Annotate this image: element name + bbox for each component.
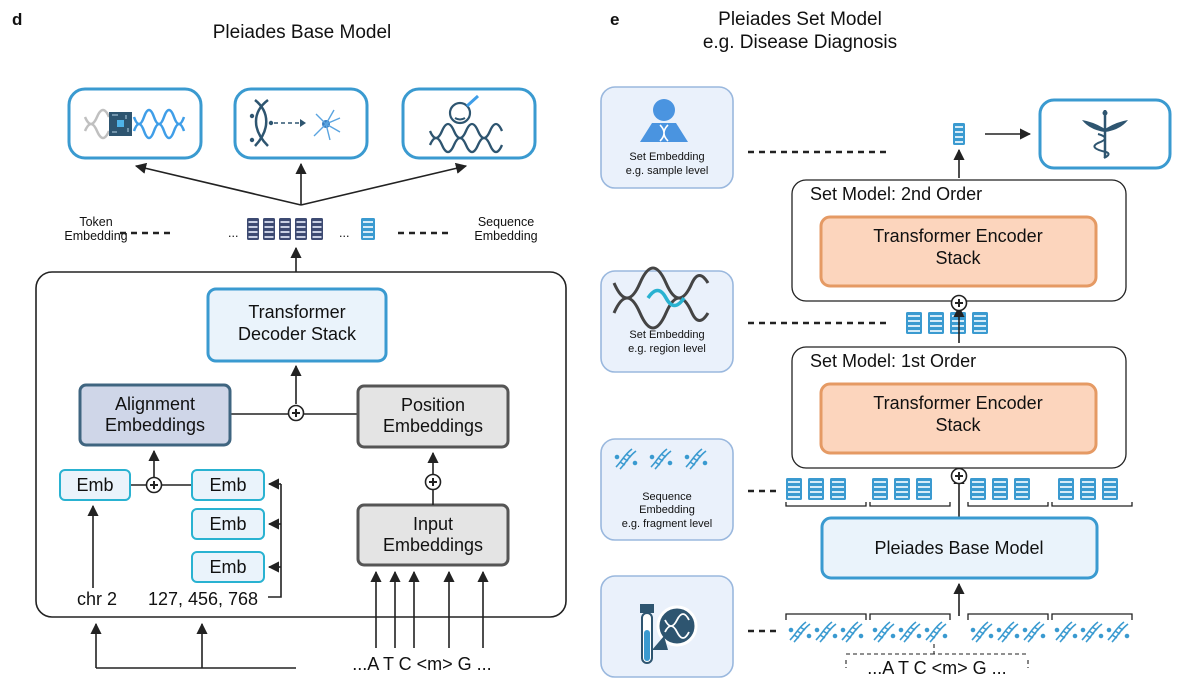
input-embeddings-box: Input Embeddings (356, 503, 510, 567)
fragment-embedding-block (786, 478, 1118, 500)
dna-magnifier-icon (428, 94, 504, 154)
task-box-1 (67, 87, 203, 160)
emb-box-chr: Emb (59, 469, 131, 501)
position-embeddings-box: Position Embeddings (356, 384, 510, 449)
panel-label-e: e (610, 10, 619, 29)
token-embedding-block (247, 218, 323, 240)
dna-chip-icon (83, 108, 186, 140)
input-label-1: Input (413, 514, 453, 534)
panel-d-title: Pleiades Base Model (213, 22, 392, 43)
set-model-1st-label: Set Model: 1st Order (810, 351, 976, 371)
token-arrows (370, 570, 489, 648)
diagnosis-box (1038, 98, 1172, 170)
emb-label: Emb (209, 557, 246, 577)
dna-helix-icon (612, 266, 710, 330)
fragment-input-brackets (785, 613, 1133, 620)
ellipsis-left: ... (228, 226, 238, 240)
side-box-fragment-line-2: Embedding (639, 504, 695, 516)
set-model-2nd-label: Set Model: 2nd Order (810, 184, 982, 204)
panel-e-title-2: e.g. Disease Diagnosis (703, 32, 897, 53)
coord-bracket (268, 484, 282, 598)
encoder-2nd-label-2: Stack (935, 248, 981, 268)
panel-label-d: d (12, 10, 22, 29)
set-embedding-vector (953, 123, 965, 145)
decoder-label-1: Transformer (248, 302, 345, 322)
plus-icon (424, 473, 442, 491)
encoder-1st-label-1: Transformer Encoder (873, 393, 1042, 413)
plus-icon (145, 476, 163, 494)
plus-icon (950, 467, 968, 485)
alignment-label-2: Embeddings (105, 415, 205, 435)
side-box-region-line-2: e.g. region level (628, 343, 706, 355)
token-embedding-label-1: Token (79, 215, 112, 229)
token-embedding-label-2: Embedding (64, 229, 127, 243)
task-box-3 (401, 87, 537, 160)
side-box-sample-line-1: Set Embedding (629, 151, 704, 163)
dna-to-neuron-icon (249, 99, 341, 147)
input-label-2: Embeddings (383, 535, 483, 555)
emb-label: Emb (209, 475, 246, 495)
region-embedding-block (906, 312, 988, 334)
test-tube-dna-icon (640, 604, 698, 664)
base-model-box: Pleiades Base Model (820, 516, 1099, 580)
encoder-1st-label-2: Stack (935, 415, 981, 435)
side-box-sample: Set Embedding e.g. sample level (600, 86, 734, 189)
encoder-2nd-label-1: Transformer Encoder (873, 226, 1042, 246)
side-box-region-line-1: Set Embedding (629, 329, 704, 341)
position-label-1: Position (401, 395, 465, 415)
caduceus-icon (1082, 110, 1128, 159)
arrow-to-task-1 (134, 162, 302, 206)
plus-icon (950, 294, 968, 312)
alignment-label-1: Alignment (115, 394, 195, 414)
ellipsis-right: ... (339, 226, 349, 240)
emb-label: Emb (76, 475, 113, 495)
emb-box-coord-3: Emb (191, 551, 265, 583)
alignment-embeddings-box: Alignment Embeddings (78, 383, 232, 447)
side-box-sample-line-2: e.g. sample level (626, 165, 709, 177)
plus-icon (287, 404, 305, 422)
side-box-fragment-line-1: Sequence (642, 491, 692, 503)
coords-label: 127, 456, 768 (148, 589, 258, 609)
position-label-2: Embeddings (383, 416, 483, 436)
decoder-label-2: Decoder Stack (238, 324, 357, 344)
fragment-brackets (785, 502, 1133, 507)
encoder-box-2nd: Transformer Encoder Stack (819, 215, 1098, 288)
dna-fragment-row (788, 621, 1130, 643)
emb-box-coord-1: Emb (191, 469, 265, 501)
person-dna-icon (640, 99, 688, 142)
base-model-label: Pleiades Base Model (874, 538, 1043, 558)
panel-e-title-1: Pleiades Set Model (718, 9, 882, 30)
side-box-fragment: Sequence Embedding e.g. fragment level (600, 438, 734, 541)
decoder-box: Transformer Decoder Stack (206, 287, 388, 363)
side-box-fragment-line-3: e.g. fragment level (622, 518, 713, 530)
sequence-embedding-label-2: Embedding (474, 229, 537, 243)
encoder-box-1st: Transformer Encoder Stack (819, 382, 1098, 455)
arrow-to-task-3 (300, 162, 468, 206)
sequence-callout (845, 644, 1029, 668)
side-box-region: Set Embedding e.g. region level (600, 266, 734, 373)
emb-box-coord-2: Emb (191, 508, 265, 540)
chr-label: chr 2 (77, 589, 117, 609)
emb-label: Emb (209, 514, 246, 534)
input-sequence: ...A T C <m> G ... (352, 654, 491, 674)
sequence-embedding-label-1: Sequence (478, 215, 534, 229)
side-box-sample-input (600, 575, 734, 678)
task-box-2 (233, 87, 369, 160)
set-input-sequence: ...A T C <m> G ... (867, 658, 1006, 678)
sequence-embedding-vector (361, 218, 375, 240)
